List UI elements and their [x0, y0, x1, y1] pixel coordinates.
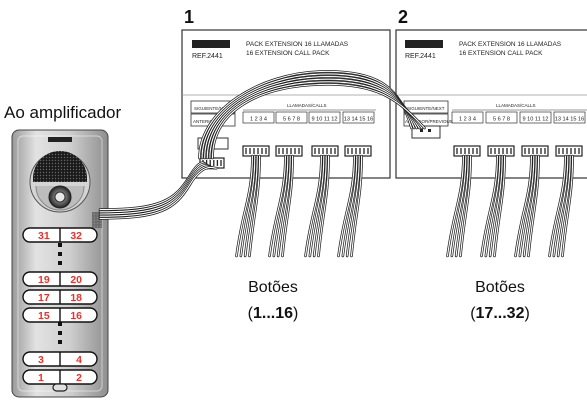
button-number-right: 20 [70, 274, 82, 286]
cable-harness [98, 70, 574, 258]
amplifier-label: Ao amplificador [4, 103, 122, 122]
button-number-left: 17 [38, 292, 50, 304]
call-button-pair[interactable]: 31 32 [22, 227, 98, 243]
next-connector-label: SIGUIENTE/NEXT [194, 106, 232, 111]
connector-plug [453, 145, 481, 157]
prev-connector-label: ANTERIOR/PREVIOUS [405, 119, 453, 124]
button-number-left: 15 [38, 310, 50, 322]
connector-plug [275, 145, 303, 157]
range-close-paren: ) [293, 305, 298, 322]
next-connector-label: SIGUIENTE/NEXT [407, 106, 445, 111]
connector-plug [344, 145, 372, 157]
button-number-left: 31 [38, 230, 50, 242]
range-open-paren: ( [470, 305, 476, 322]
button-number-right: 32 [70, 230, 82, 242]
module-number-1: 1 [184, 7, 194, 27]
module-ref: REF.2441 [192, 53, 223, 60]
button-number-right: 18 [70, 292, 82, 304]
calls-label: LLAMADAS/CALLS [287, 103, 327, 108]
extension-module-2: REF.2441 PACK EXTENSION 16 LLAMADAS 16 E… [395, 29, 587, 179]
call-group-label: 9 10 11 12 [522, 117, 548, 123]
module-ref: REF.2441 [405, 53, 436, 60]
button-range-1: (1...16) [248, 305, 299, 322]
connector-plug [555, 145, 583, 157]
panel-indicator [52, 383, 68, 392]
module-title-line-2: 16 EXTENSION CALL PACK [246, 50, 330, 57]
range-open-paren: ( [248, 305, 254, 322]
button-number-left: 19 [38, 274, 50, 286]
call-group-label: 5 6 7 8 [493, 117, 510, 123]
button-number-right: 16 [70, 310, 82, 322]
connector-plug [311, 145, 339, 157]
module-title-line-1: PACK EXTENSION 16 LLAMADAS [459, 41, 562, 48]
call-group-label: 9 10 11 12 [311, 117, 337, 123]
button-number-right: 2 [76, 372, 82, 384]
call-group-label: 5 6 7 8 [283, 117, 300, 123]
buttons-caption-1: Botões [248, 279, 298, 296]
module-title-line-1: PACK EXTENSION 16 LLAMADAS [246, 41, 349, 48]
connector-plug [487, 145, 515, 157]
module-number-2: 2 [398, 7, 408, 27]
call-group-label: 13 14 15 16 [344, 117, 374, 123]
range-value: 1...16 [253, 305, 293, 322]
call-group-label: 1 2 3 4 [250, 117, 267, 123]
panel-slot [48, 137, 72, 142]
brand-logo [192, 40, 230, 48]
button-number-left: 3 [38, 354, 44, 366]
camera-speaker-icon [29, 151, 91, 213]
call-group-label: 1 2 3 4 [459, 117, 476, 123]
range-value: 17...32 [476, 305, 525, 322]
range-close-paren: ) [524, 305, 529, 322]
button-range-2: (17...32) [470, 305, 530, 322]
connector-plug [521, 145, 549, 157]
more-buttons-dots [58, 243, 62, 344]
buttons-caption-2: Botões [475, 279, 525, 296]
module-title-line-2: 16 EXTENSION CALL PACK [459, 50, 543, 57]
call-group-label: 13 14 15 16 [555, 117, 585, 123]
button-number-right: 4 [76, 354, 82, 366]
button-number-left: 1 [38, 372, 44, 384]
prev-connector-label: ANTERIOR [193, 119, 217, 124]
calls-label: LLAMADAS/CALLS [496, 103, 536, 108]
connector-plug [242, 145, 270, 157]
brand-logo [405, 40, 443, 48]
